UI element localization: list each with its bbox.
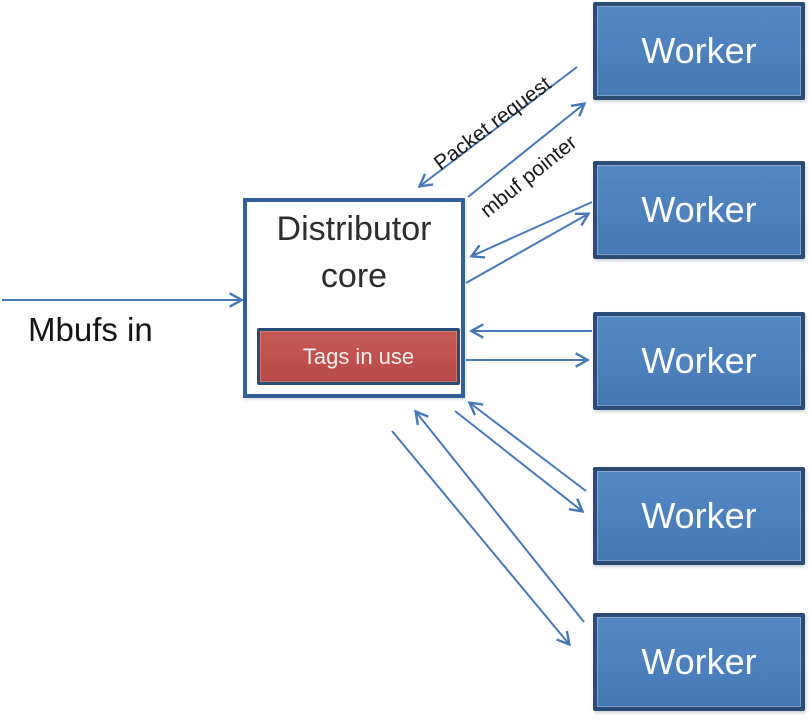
tags-in-use-box: Tags in use [257,328,460,385]
mbuf-arrow-worker4 [454,410,582,511]
worker-label: Worker [641,340,757,381]
request-arrow-worker4 [470,403,587,492]
mbuf-pointer-arrow-worker1 [467,104,584,198]
distributor-core-label: Distributor core [243,206,465,300]
worker-box-2: Worker [593,161,805,259]
distributor-label-line2: core [320,257,388,295]
worker-box-5: Worker [593,613,805,711]
request-arrow-worker5 [416,412,585,623]
request-arrow-worker2 [472,201,593,256]
worker-box-3: Worker [593,312,805,410]
worker-label: Worker [641,30,757,71]
worker-label: Worker [641,495,757,536]
worker-box-4: Worker [593,467,805,565]
mbufs-in-label: Mbufs in [28,311,153,348]
tags-in-use-label: Tags in use [302,343,415,369]
worker-label: Worker [641,189,757,230]
distributor-label-line1: Distributor [276,210,432,248]
mbuf-arrow-worker2 [465,214,588,284]
worker-box-1: Worker [593,2,805,100]
worker-label: Worker [641,641,757,682]
mbuf-arrow-worker5 [391,430,569,644]
packet-request-arrow-worker1 [420,66,578,186]
